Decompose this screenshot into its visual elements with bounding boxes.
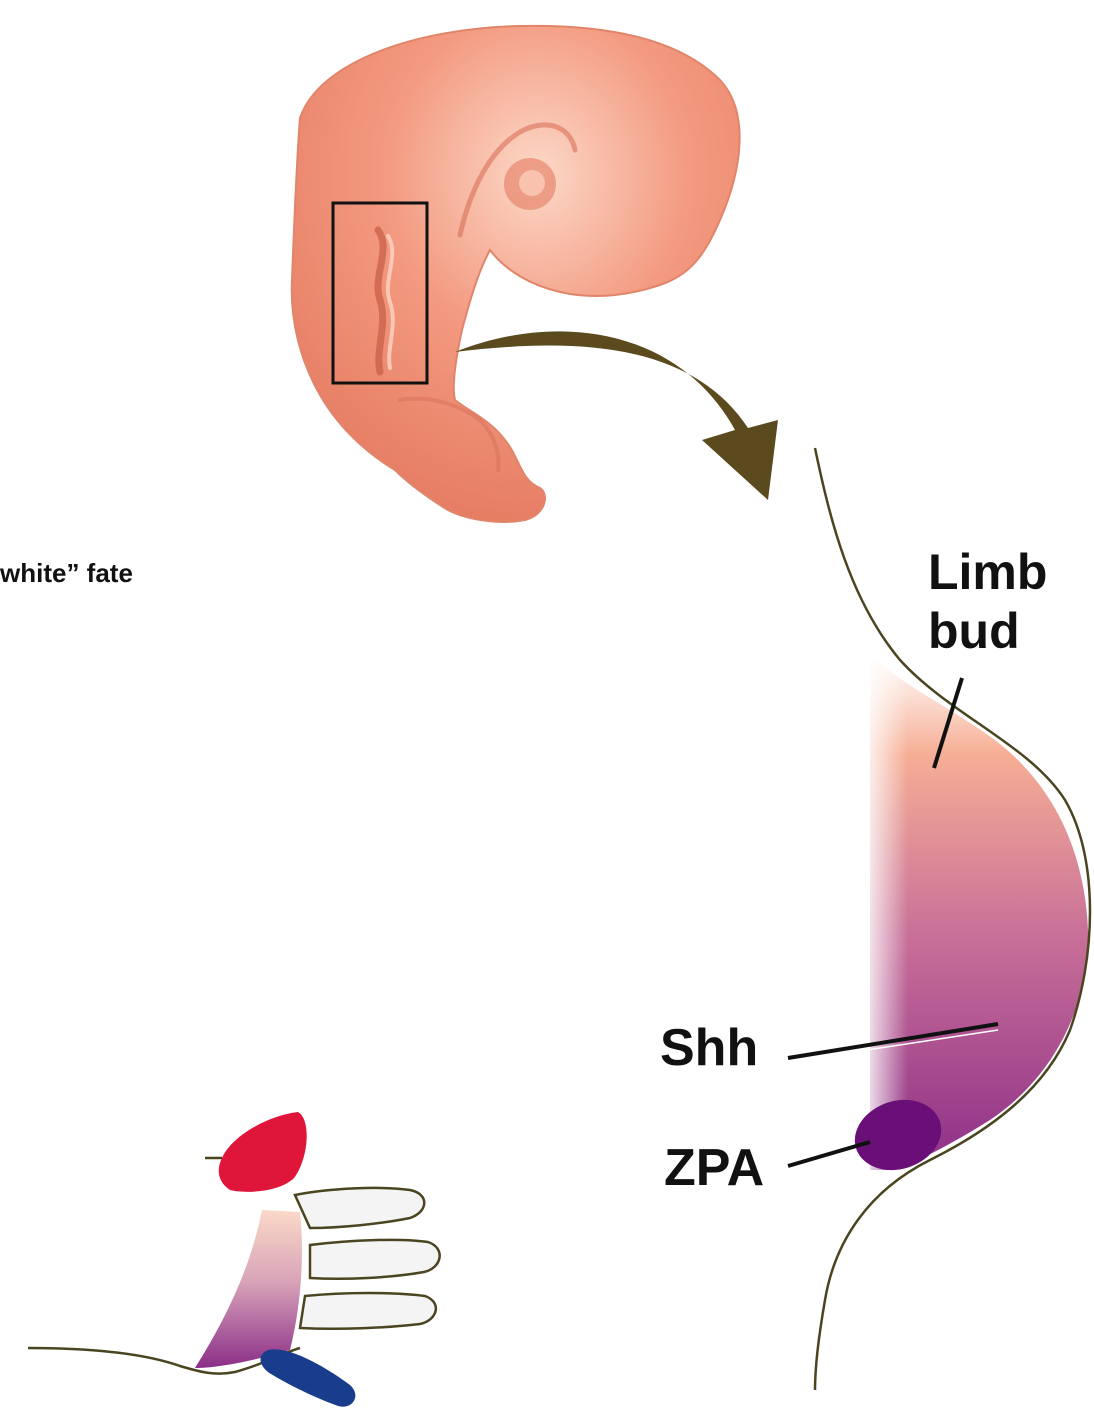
zpa-label: ZPA (664, 1138, 764, 1198)
finger-3 (300, 1293, 436, 1329)
embryo-illustration (292, 26, 740, 522)
wrist-block (195, 1210, 302, 1368)
embryo-eye-inner (519, 170, 545, 196)
embryo-body (292, 26, 740, 522)
hand-digits-diagram (28, 1112, 440, 1407)
blue-digit (261, 1349, 356, 1406)
partial-fate-label: white” fate (0, 558, 133, 589)
finger-1 (295, 1188, 424, 1228)
zpa-leader (788, 1142, 870, 1166)
limb-label: Limb (928, 543, 1047, 601)
bud-label: bud (928, 602, 1020, 660)
finger-2 (310, 1240, 440, 1279)
red-digit (219, 1112, 307, 1192)
shh-label: Shh (660, 1018, 758, 1078)
